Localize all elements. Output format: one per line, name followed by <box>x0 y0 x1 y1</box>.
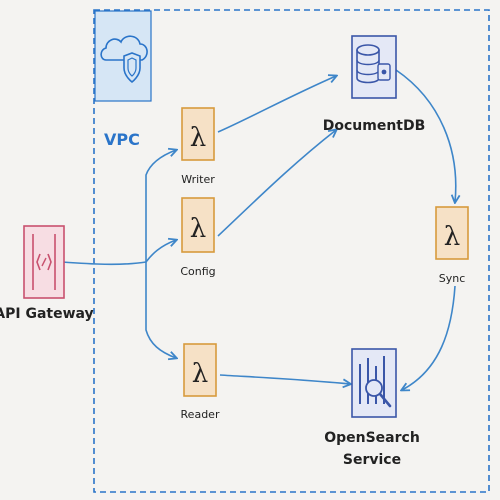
edge-router-to-reader <box>145 262 176 358</box>
edge-sync-to-opensearch <box>402 285 456 390</box>
reader-label: Reader <box>180 408 220 421</box>
edges <box>61 69 456 390</box>
edge-config-to-documentdb <box>217 130 336 237</box>
sync-lambda-icon: λ <box>435 206 469 260</box>
opensearch-label-line1: OpenSearch <box>324 430 420 446</box>
api-gateway-icon <box>23 225 65 299</box>
vpc-cloud-icon <box>94 10 152 102</box>
edge-router-to-writer <box>145 150 176 262</box>
documentdb-label: DocumentDB <box>322 118 426 134</box>
documentdb-icon <box>351 35 397 99</box>
opensearch-label-line2: Service <box>342 452 402 468</box>
svg-text:λ: λ <box>190 214 206 244</box>
vpc-label: VPC <box>104 130 140 149</box>
vpc-boundary <box>93 9 490 493</box>
edge-api-to-router <box>61 261 147 266</box>
writer-lambda-icon: λ <box>181 107 215 161</box>
svg-text:λ: λ <box>192 359 208 389</box>
edge-reader-to-opensearch <box>219 374 350 384</box>
reader-lambda-icon: λ <box>183 343 217 397</box>
edge-documentdb-to-sync <box>395 69 456 202</box>
svg-text:λ: λ <box>444 222 460 252</box>
config-lambda-icon: λ <box>181 197 215 253</box>
edge-writer-to-documentdb <box>217 76 336 133</box>
writer-label: Writer <box>181 173 215 186</box>
config-label: Config <box>180 265 216 278</box>
opensearch-icon <box>351 348 397 418</box>
edge-router-to-config <box>145 240 176 263</box>
api-gateway-label: API Gateway <box>0 306 94 322</box>
sync-label: Sync <box>438 272 466 285</box>
svg-text:λ: λ <box>190 123 206 153</box>
